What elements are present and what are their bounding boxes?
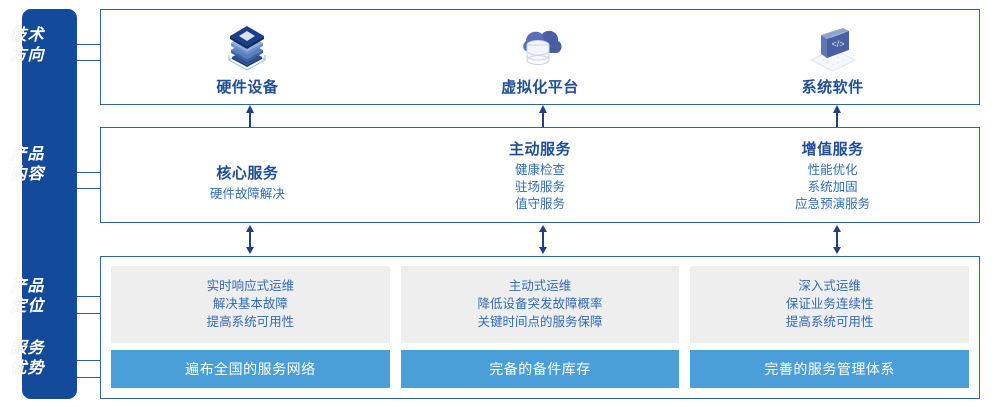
connector-tech-bottom	[77, 60, 100, 61]
product-content-box: 核心服务 硬件故障解决 主动服务 健康检查 驻场服务 值守服务 增值服务 性能优…	[100, 127, 980, 223]
content-item: 健康检查	[515, 162, 566, 177]
svg-text:</>: </>	[831, 39, 844, 49]
connector-advantage-bottom	[77, 377, 100, 378]
sidebar-item-label-line1: 产品	[10, 278, 45, 295]
tech-label-system-software: 系统软件	[801, 78, 864, 96]
content-item: 值守服务	[515, 196, 566, 211]
tech-direction-box: 硬件设备 虚拟化平台	[100, 9, 980, 105]
arrow-bidirectional-proactive	[536, 225, 550, 254]
connector-advantage-top	[77, 360, 100, 361]
content-item: 驻场服务	[515, 179, 566, 194]
advantage-bar-management[interactable]: 完善的服务管理体系	[690, 350, 970, 388]
content-column-core[interactable]: 核心服务 硬件故障解决	[101, 142, 394, 222]
tech-label-virtualization: 虚拟化平台	[501, 78, 579, 96]
arrow-bidirectional-core	[243, 225, 257, 254]
tech-column-virtualization[interactable]: 虚拟化平台	[394, 10, 687, 104]
position-advantage-box: 实时响应式运维 解决基本故障 提高系统可用性 主动式运维 降低设备突发故障概率 …	[100, 256, 980, 399]
position-line: 主动式运维	[508, 279, 572, 293]
cloud-database-icon	[510, 22, 570, 74]
advantage-bar-network[interactable]: 遍布全国的服务网络	[111, 350, 390, 388]
connector-position-bottom	[77, 313, 100, 314]
position-line: 降低设备突发故障概率	[477, 297, 603, 311]
content-title-core: 核心服务	[216, 164, 279, 182]
connector-content-bottom	[77, 188, 100, 189]
position-card-indepth[interactable]: 深入式运维 保证业务连续性 提高系统可用性	[690, 266, 970, 343]
arrow-up-system-software	[830, 105, 844, 127]
arrow-up-hardware	[243, 105, 257, 127]
tech-column-hardware[interactable]: 硬件设备	[101, 10, 394, 104]
advantage-row: 遍布全国的服务网络 完备的备件库存 完善的服务管理体系	[111, 350, 970, 388]
tech-label-hardware: 硬件设备	[216, 78, 279, 96]
content-title-proactive: 主动服务	[509, 140, 572, 158]
sidebar-item-product-content[interactable]: 产品 内容	[0, 145, 55, 185]
sidebar-item-label-line1: 服务	[10, 340, 45, 357]
position-card-realtime[interactable]: 实时响应式运维 解决基本故障 提高系统可用性	[111, 266, 390, 343]
content-column-proactive[interactable]: 主动服务 健康检查 驻场服务 值守服务	[394, 128, 687, 222]
server-stack-icon	[217, 22, 277, 74]
advantage-bar-spare-parts[interactable]: 完备的备件库存	[400, 350, 680, 388]
position-row: 实时响应式运维 解决基本故障 提高系统可用性 主动式运维 降低设备突发故障概率 …	[111, 266, 970, 343]
sidebar-item-label-line1: 技术	[10, 27, 45, 44]
arrow-bidirectional-value-added	[830, 225, 844, 254]
arrow-up-virtualization	[536, 105, 550, 127]
position-line: 关键时间点的服务保障	[477, 315, 603, 329]
content-item: 硬件故障解决	[209, 186, 285, 201]
position-line: 实时响应式运维	[206, 279, 295, 293]
sidebar-item-label-line2: 内容	[10, 166, 45, 183]
sidebar-item-label-line2: 优势	[10, 360, 45, 377]
position-line: 提高系统可用性	[785, 315, 874, 329]
sidebar-item-label-line1: 产品	[10, 146, 45, 163]
content-item: 应急预演服务	[795, 196, 871, 211]
sidebar-item-label-line2: 方向	[10, 47, 45, 64]
content-item: 性能优化	[807, 162, 858, 177]
position-line: 保证业务连续性	[785, 297, 874, 311]
sidebar-item-product-position[interactable]: 产品 定位	[0, 277, 55, 317]
position-card-proactive[interactable]: 主动式运维 降低设备突发故障概率 关键时间点的服务保障	[400, 266, 680, 343]
connector-position-top	[77, 296, 100, 297]
sidebar-item-service-advantage[interactable]: 服务 优势	[0, 339, 55, 379]
sidebar-item-label-line2: 定位	[10, 298, 45, 315]
content-column-value-added[interactable]: 增值服务 性能优化 系统加固 应急预演服务	[686, 128, 979, 222]
sidebar	[22, 9, 77, 399]
connector-tech-top	[77, 44, 100, 45]
laptop-code-icon: </>	[803, 22, 863, 74]
tech-column-system-software[interactable]: </> 系统软件	[686, 10, 979, 104]
position-line: 提高系统可用性	[206, 315, 295, 329]
position-line: 解决基本故障	[212, 297, 288, 311]
content-title-value-added: 增值服务	[801, 140, 864, 158]
connector-content-top	[77, 172, 100, 173]
content-item: 系统加固	[807, 179, 858, 194]
sidebar-item-tech-direction[interactable]: 技术 方向	[0, 26, 55, 66]
position-line: 深入式运维	[798, 279, 861, 293]
